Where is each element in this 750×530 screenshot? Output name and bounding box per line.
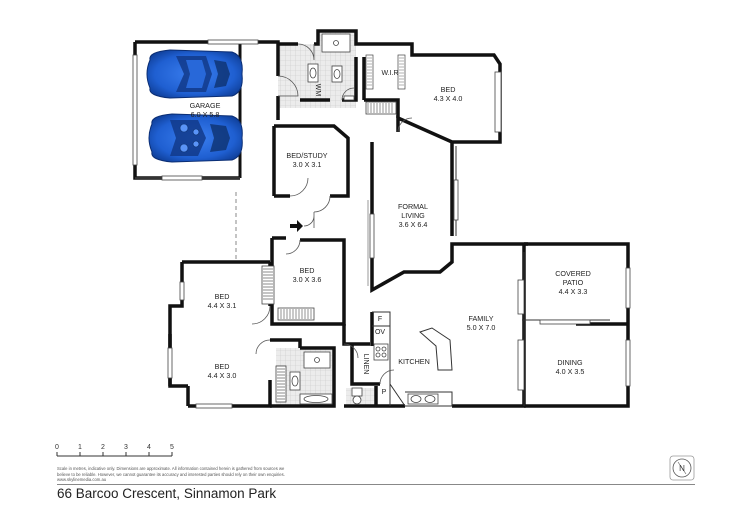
formal-living-name2: LIVING (401, 211, 425, 220)
garage-dims: 6.0 X 5.8 (191, 110, 220, 119)
scale-tick-5: 5 (170, 444, 174, 451)
disclaimer-line-3: www.skylinemedia.com.au (57, 477, 107, 483)
covered-patio-name: COVERED (555, 269, 591, 278)
kitchen-label: KITCHEN (398, 357, 430, 366)
bed-middle-dims: 3.0 X 3.6 (293, 275, 322, 284)
room-labels: GARAGE 6.0 X 5.8 BED 4.3 X 4.0 BED/STUDY… (190, 70, 591, 396)
bed-main-name: BED (441, 85, 456, 94)
dining-name: DINING (557, 358, 583, 367)
fridge-label: F (378, 316, 382, 323)
scale-tick-2: 2 (101, 444, 105, 451)
disclaimer-line-1: Scale in metres, indicative only. Dimens… (57, 466, 285, 471)
scale-tick-4: 4 (147, 444, 151, 451)
scale-tick-1: 1 (78, 444, 82, 451)
bed-study-dims: 3.0 X 3.1 (293, 160, 322, 169)
washing-machine-label: WM (314, 84, 321, 97)
bed-study-name: BED/STUDY (286, 151, 327, 160)
windows (132, 39, 631, 409)
bed-left-upper-dims: 4.4 X 3.1 (208, 301, 237, 310)
disclaimer-line-2: believe to be reliable. However, we cann… (57, 471, 285, 477)
compass-label: N (679, 464, 685, 473)
dining-dims: 4.0 X 3.5 (556, 367, 585, 376)
fixtures (289, 33, 453, 405)
car-lower-icon (148, 113, 243, 163)
pantry-label: P (382, 389, 387, 396)
bed-left-lower-name: BED (215, 362, 230, 371)
compass-icon: N (669, 455, 695, 481)
car-upper-icon (146, 49, 243, 99)
wir-label: W.I.R (381, 70, 398, 77)
disclaimer: Scale in metres, indicative only. Dimens… (57, 466, 327, 483)
formal-living-name: FORMAL (398, 202, 428, 211)
oven-label: OV (375, 329, 385, 336)
formal-living-dims: 3.6 X 6.4 (399, 220, 428, 229)
bed-middle-name: BED (300, 266, 315, 275)
entry-arrow-icon (290, 220, 303, 232)
family-dims: 5.0 X 7.0 (467, 323, 496, 332)
bed-left-upper-name: BED (215, 292, 230, 301)
doors (251, 43, 413, 385)
scale-tick-0: 0 (55, 444, 59, 451)
property-address: 66 Barcoo Crescent, Sinnamon Park (57, 486, 277, 501)
covered-patio-dims: 4.4 X 3.3 (559, 287, 588, 296)
footer-divider (57, 484, 695, 485)
scale-tick-3: 3 (124, 444, 128, 451)
family-name: FAMILY (468, 314, 493, 323)
wardrobes (261, 54, 406, 403)
garage-name: GARAGE (190, 101, 221, 110)
linen-label: LINEN (362, 354, 369, 375)
bed-left-lower-dims: 4.4 X 3.0 (208, 371, 237, 380)
covered-patio-name2: PATIO (563, 278, 584, 287)
scale-bar: 0 1 2 3 4 5 (55, 444, 174, 457)
bed-main-dims: 4.3 X 4.0 (434, 94, 463, 103)
